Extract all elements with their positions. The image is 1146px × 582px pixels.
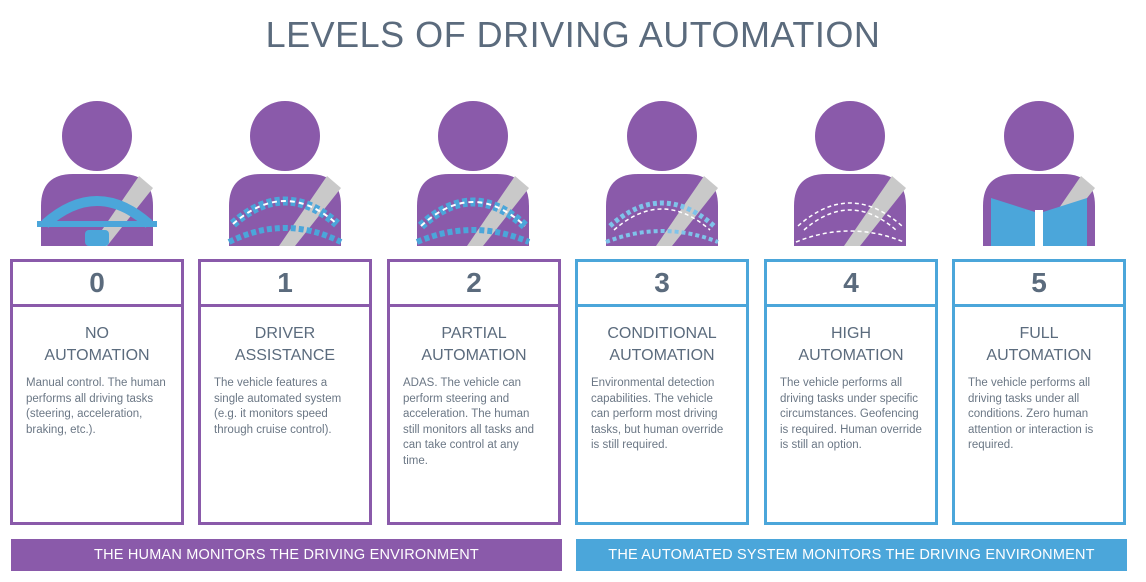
level-number: 5 — [955, 262, 1123, 307]
system-monitors-banner: THE AUTOMATED SYSTEM MONITORS THE DRIVIN… — [576, 539, 1127, 571]
page-title: LEVELS OF DRIVING AUTOMATION — [265, 14, 881, 55]
level-name-line1: PARTIAL — [441, 325, 507, 342]
level-description: The vehicle performs all driving tasks u… — [780, 377, 922, 451]
level-description: The vehicle features a single automated … — [214, 377, 342, 436]
driver-solid-wheel-icon — [37, 101, 157, 246]
level-name-line2: AUTOMATION — [798, 347, 904, 364]
level-description: Environmental detection capabilities. Th… — [591, 377, 724, 451]
level-name-line1: NO — [85, 325, 109, 342]
level-name-line1: FULL — [1019, 325, 1059, 342]
level-name-line1: CONDITIONAL — [607, 325, 717, 342]
level-name-line2: AUTOMATION — [986, 347, 1092, 364]
level-name-line2: ASSISTANCE — [234, 347, 336, 364]
level-description: Manual control. The human performs all d… — [26, 377, 166, 436]
level-name-line1: HIGH — [831, 325, 871, 342]
level-number: 0 — [13, 262, 181, 307]
level-card-2: 2 PARTIAL AUTOMATION ADAS. The vehicle c… — [387, 259, 561, 525]
level-number: 1 — [201, 262, 369, 307]
level-description: The vehicle performs all driving tasks u… — [968, 377, 1094, 451]
level-number: 3 — [578, 262, 746, 307]
level-number: 2 — [390, 262, 558, 307]
level-name-line1: DRIVER — [254, 325, 316, 342]
level-0-figure — [27, 96, 167, 246]
level-5-figure — [969, 96, 1109, 246]
level-card-0: 0 NO AUTOMATION Manual control. The huma… — [10, 259, 184, 525]
level-name: HIGH AUTOMATION — [767, 323, 935, 367]
human-monitors-banner: THE HUMAN MONITORS THE DRIVING ENVIRONME… — [11, 539, 562, 571]
driver-faded-wheel-icon — [605, 101, 719, 246]
level-1-figure — [215, 96, 355, 246]
level-2-figure — [403, 96, 543, 246]
level-3-figure — [592, 96, 732, 246]
level-name-line2: AUTOMATION — [421, 347, 527, 364]
level-card-3: 3 CONDITIONAL AUTOMATION Environmental d… — [575, 259, 749, 525]
level-description: ADAS. The vehicle can perform steering a… — [403, 377, 535, 467]
driver-dashed-wheel-icon — [415, 101, 531, 246]
level-name: CONDITIONAL AUTOMATION — [578, 323, 746, 367]
level-name: FULL AUTOMATION — [955, 323, 1123, 367]
level-name-line2: AUTOMATION — [44, 347, 150, 364]
level-name: DRIVER ASSISTANCE — [201, 323, 369, 367]
level-4-figure — [780, 96, 920, 246]
level-card-1: 1 DRIVER ASSISTANCE The vehicle features… — [198, 259, 372, 525]
level-name: PARTIAL AUTOMATION — [390, 323, 558, 367]
driver-outline-wheel-icon — [794, 101, 906, 246]
level-number: 4 — [767, 262, 935, 307]
driver-dashed-wheel-icon — [227, 101, 343, 246]
level-name: NO AUTOMATION — [13, 323, 181, 367]
level-card-4: 4 HIGH AUTOMATION The vehicle performs a… — [764, 259, 938, 525]
level-name-line2: AUTOMATION — [609, 347, 715, 364]
level-card-5: 5 FULL AUTOMATION The vehicle performs a… — [952, 259, 1126, 525]
driver-reading-book-icon — [983, 101, 1095, 246]
